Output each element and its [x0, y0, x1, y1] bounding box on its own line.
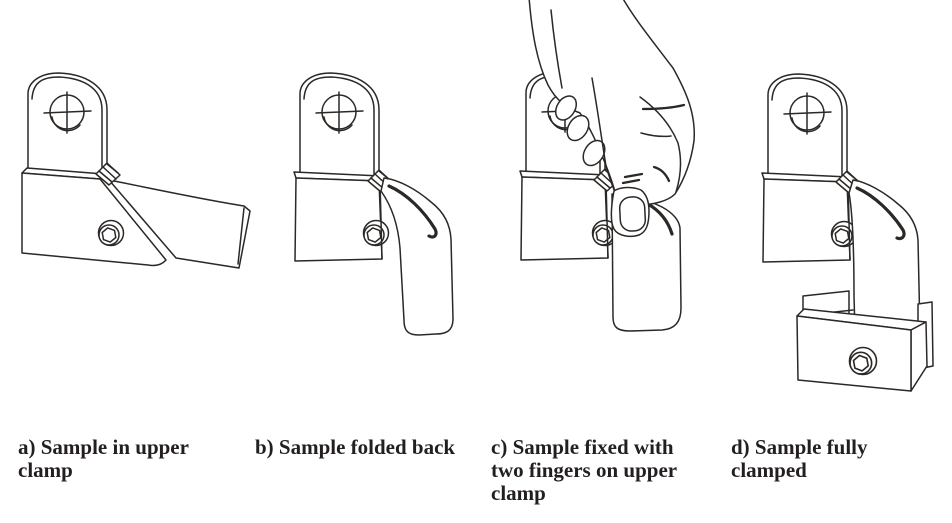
- index-finger-line: [591, 77, 618, 198]
- figure-a-drawing: [21, 72, 251, 269]
- clamp-bolt: [362, 219, 390, 247]
- knuckle-crease: [641, 103, 686, 111]
- figure-c-caption: c) Sample fixed with two fingers on uppe…: [491, 436, 677, 505]
- caption-line: a) Sample in upper: [18, 435, 189, 459]
- skin-crease: [621, 172, 644, 185]
- fingertip: [554, 95, 578, 121]
- thumbnail: [618, 196, 647, 232]
- caption-line: c) Sample fixed with: [491, 435, 674, 459]
- figure-c-drawing: [519, 0, 696, 332]
- figure-d-caption: d) Sample fully clamped: [731, 436, 868, 482]
- caption-line: clamped: [731, 458, 807, 482]
- wrist-line: [550, 9, 563, 89]
- figure-a-caption: a) Sample in upper clamp: [18, 436, 189, 482]
- lower-clamp-bolt: [848, 346, 878, 376]
- figure-b-caption: b) Sample folded back: [255, 436, 455, 459]
- fingertip: [566, 114, 590, 142]
- lower-clamp-block: [796, 308, 928, 392]
- skin-crease: [652, 165, 671, 183]
- hand-illustration: [528, 0, 696, 238]
- sample-strip: [108, 179, 251, 269]
- clamp-bolt: [97, 219, 125, 247]
- clamp-body: [21, 167, 167, 267]
- folded-sample: [848, 179, 921, 333]
- figure-b-drawing: [293, 72, 454, 336]
- fingertip: [582, 139, 606, 167]
- caption-line: d) Sample fully: [731, 435, 868, 459]
- thumb: [610, 186, 650, 238]
- knuckle-crease: [640, 132, 672, 138]
- figure-d-drawing: [761, 73, 934, 392]
- caption-line: clamp: [18, 458, 73, 482]
- caption-line: clamp: [491, 481, 546, 505]
- folded-sample: [380, 177, 454, 336]
- caption-line: two fingers on upper: [491, 458, 678, 482]
- caption-line: b) Sample folded back: [255, 435, 456, 459]
